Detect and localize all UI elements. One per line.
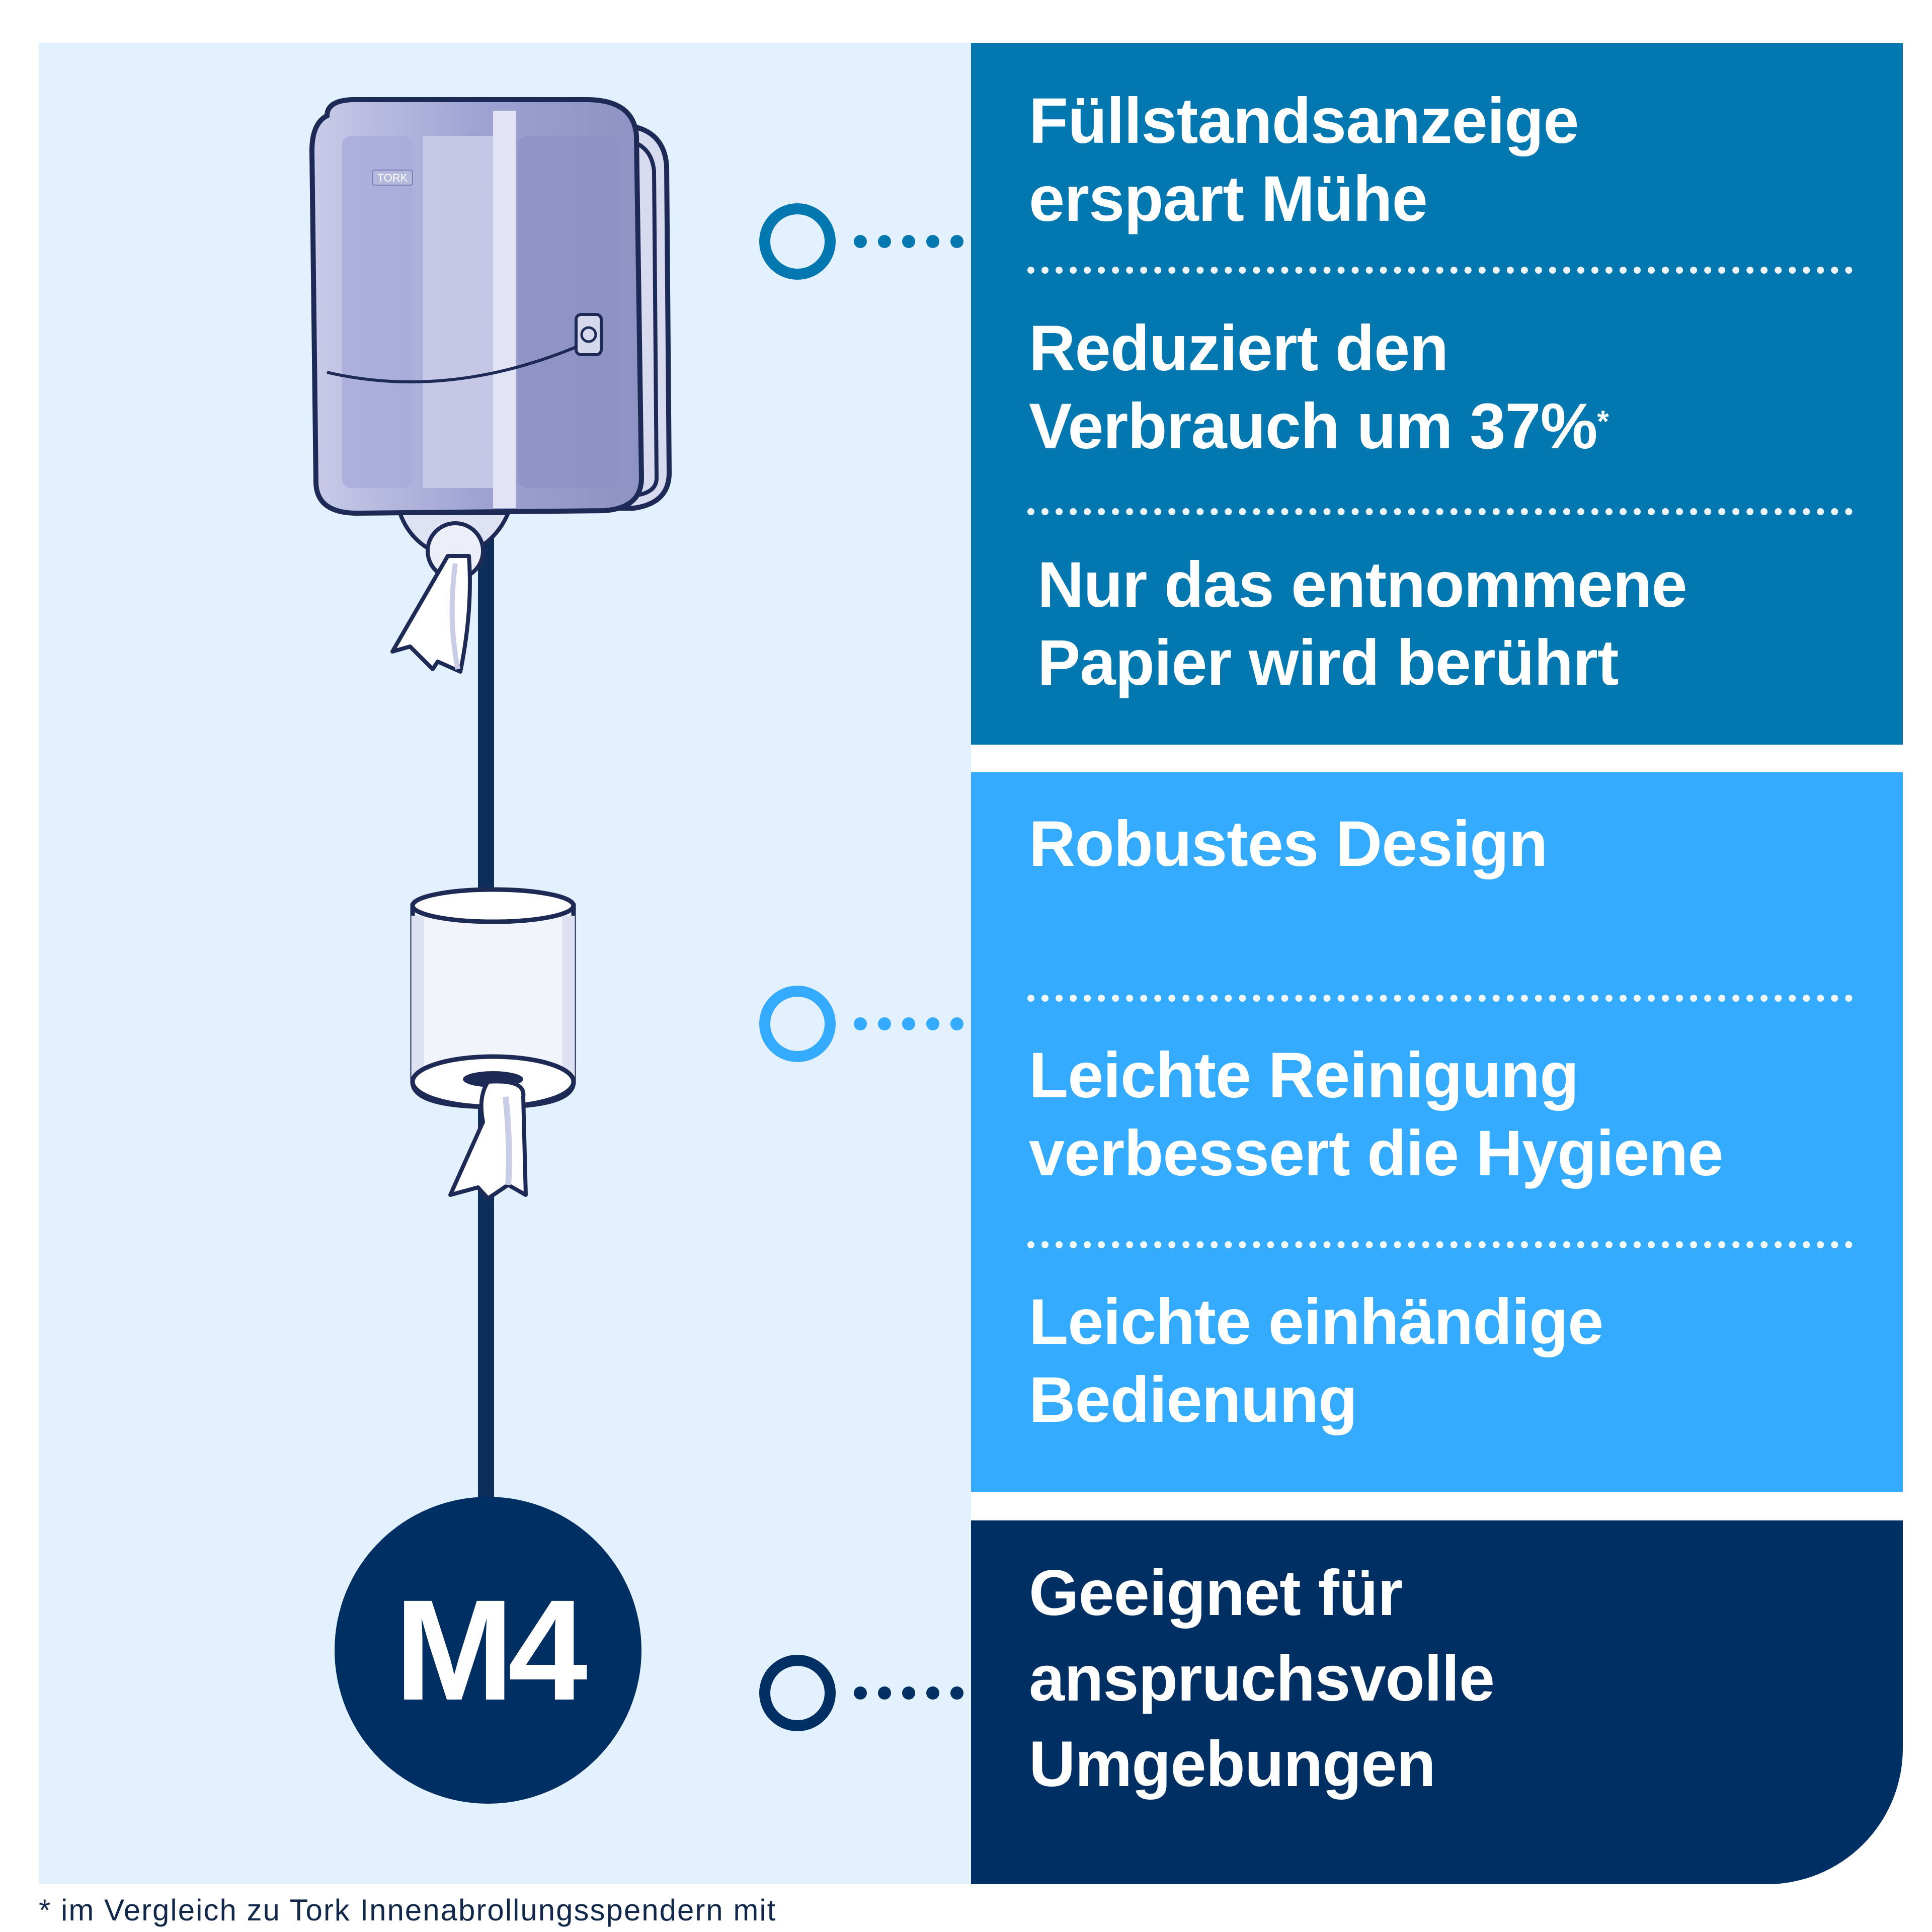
brand-logo-text: TORK — [377, 172, 408, 184]
feature-one-hand-operation: Leichte einhändige Bedienung — [1029, 1286, 1603, 1436]
timeline-circle-marker-icon — [759, 986, 963, 1062]
dotted-separator — [1027, 995, 1853, 1002]
feature-easy-cleaning: Leichte Reinigung verbessert die Hygiene — [1029, 1039, 1724, 1189]
dotted-separator — [1027, 1241, 1853, 1248]
paper-dispenser-icon: TORK — [309, 97, 672, 674]
dotted-separator — [1027, 508, 1853, 515]
feature-panel-middle: Robustes Design Leichte Reinigung verbes… — [971, 772, 1903, 1492]
feature-reduced-consumption: Reduziert den Verbrauch um 37%* — [1029, 312, 1609, 462]
feature-panel-bottom: Geeignet für anspruchsvolle Umgebungen — [971, 1520, 1903, 1884]
dotted-separator — [1027, 267, 1853, 274]
timeline-circle-marker-icon — [759, 1655, 963, 1731]
m4-badge: M4 — [335, 1497, 641, 1804]
feature-panel-top: Füllstandsanzeige erspart Mühe Reduziert… — [971, 43, 1903, 745]
feature-touch-only-taken-paper: Nur das entnommene Papier wird berührt — [1037, 549, 1687, 699]
feature-robust-design: Robustes Design — [1029, 808, 1548, 880]
feature-demanding-environments: Geeignet für anspruchsvolle Umgebungen — [1029, 1557, 1495, 1800]
feature-fill-level-indicator: Füllstandsanzeige erspart Mühe — [1029, 85, 1579, 235]
paper-roll-icon — [410, 887, 576, 1200]
timeline-circle-marker-icon — [759, 203, 963, 280]
footnote: * im Vergleich zu Tork Innenabrollungssp… — [39, 1893, 777, 1927]
